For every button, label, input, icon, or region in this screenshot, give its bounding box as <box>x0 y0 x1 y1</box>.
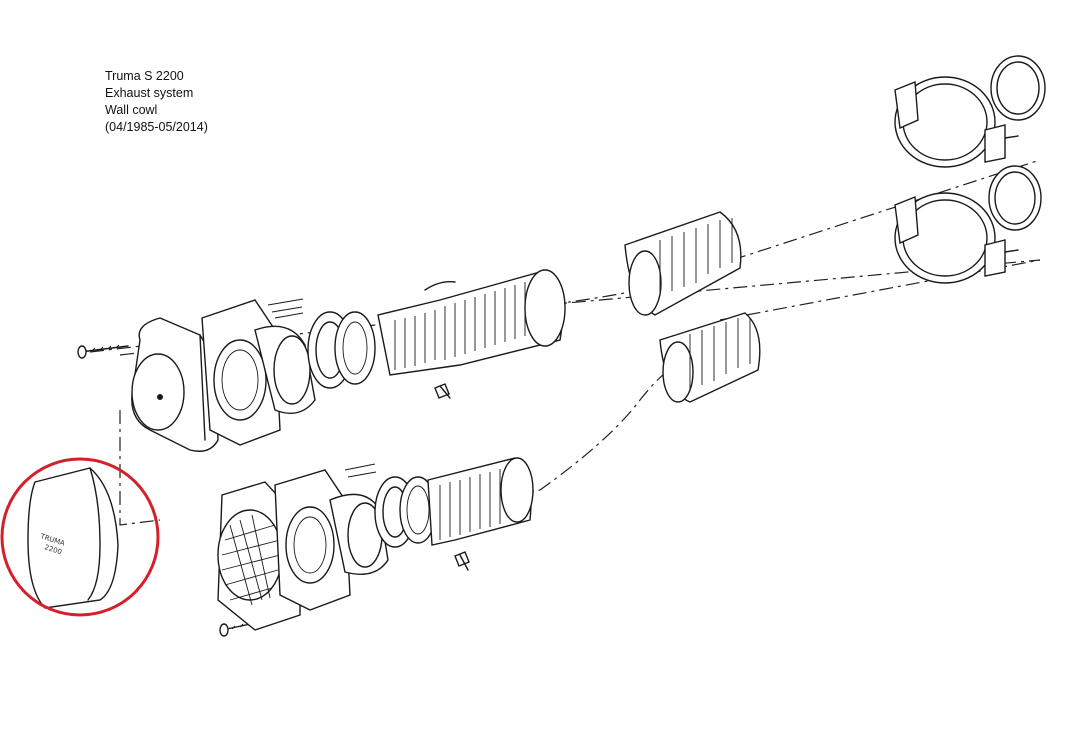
upper-ring <box>990 55 1046 121</box>
upper-clamp <box>894 76 1019 168</box>
diagram-caption: Truma S 2200 Exhaust system Wall cowl (0… <box>105 68 208 136</box>
upper-collar <box>254 298 316 414</box>
upper-fixing-screw <box>434 383 451 399</box>
lower-exhaust-hose <box>427 457 534 546</box>
upper-exhaust-hose <box>377 269 566 376</box>
lower-collar <box>329 463 389 575</box>
lower-fixing-screw <box>454 551 470 571</box>
caption-part: Wall cowl <box>105 103 158 117</box>
upper-sealing-ring <box>307 311 376 389</box>
upper-cowl-cap <box>131 317 219 452</box>
wall-cowl-cap: TRUMA 2200 <box>27 467 119 609</box>
highlight-circle <box>0 457 160 617</box>
upper-flex-pipe <box>624 211 742 316</box>
lower-flex-pipe <box>659 312 761 403</box>
lower-sealing-ring <box>374 476 437 548</box>
caption-model: Truma S 2200 <box>105 69 184 83</box>
lower-screw <box>219 621 261 637</box>
caption-system: Exhaust system <box>105 86 194 100</box>
upper-screw <box>77 344 129 359</box>
lower-ring <box>988 165 1042 231</box>
lower-clamp <box>894 192 1019 284</box>
caption-period: (04/1985-05/2014) <box>105 120 208 134</box>
